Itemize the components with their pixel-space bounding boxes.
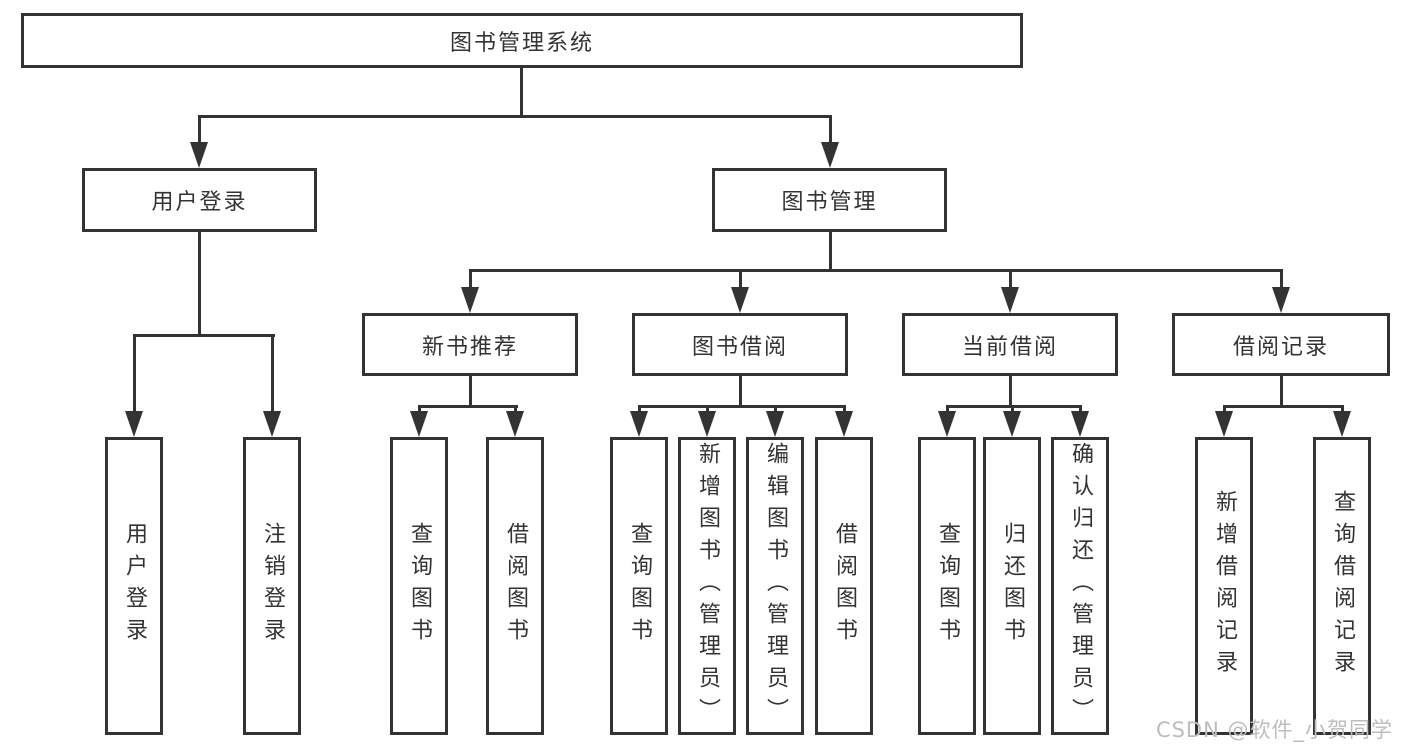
- leaf-add-borrow-record-label: 新增借阅记录: [1212, 490, 1237, 682]
- connector: [706, 405, 709, 415]
- connector: [1223, 405, 1226, 415]
- node-book-borrow: 图书借阅: [632, 313, 848, 376]
- arrow-down-icon: [125, 411, 143, 437]
- connector: [198, 232, 201, 335]
- connector: [638, 405, 846, 408]
- connector: [469, 376, 472, 406]
- connector: [1280, 376, 1283, 406]
- node-library-system-label: 图书管理系统: [449, 30, 594, 56]
- connector: [638, 405, 641, 415]
- node-user-login: 用户登录: [82, 168, 317, 232]
- node-new-book-recommend-label: 新书推荐: [421, 334, 518, 360]
- connector: [946, 405, 1082, 408]
- leaf-borrow-books-label: 借阅图书: [832, 522, 857, 650]
- arrow-down-icon: [506, 411, 524, 437]
- connector: [1341, 405, 1344, 415]
- arrow-down-icon: [698, 411, 716, 437]
- connector: [829, 232, 832, 270]
- node-current-borrow: 当前借阅: [902, 313, 1118, 376]
- node-borrow-records-label: 借阅记录: [1232, 334, 1329, 360]
- arrow-down-icon: [1333, 411, 1351, 437]
- leaf-confirm-return-admin: 确认归还（管理员）: [1051, 437, 1109, 735]
- connector: [843, 405, 846, 415]
- connector: [1223, 405, 1344, 408]
- arrow-down-icon: [461, 287, 479, 313]
- arrow-down-icon: [835, 411, 853, 437]
- leaf-recommend-query-books-label: 查询图书: [407, 522, 432, 650]
- leaf-recommend-borrow-books: 借阅图书: [486, 437, 544, 735]
- node-new-book-recommend: 新书推荐: [362, 313, 578, 376]
- leaf-edit-books-admin: 编辑图书（管理员）: [746, 437, 804, 735]
- connector: [469, 269, 1283, 272]
- leaf-query-borrow-record-label: 查询借阅记录: [1330, 490, 1355, 682]
- leaf-user-login-label: 用户登录: [122, 522, 147, 650]
- leaf-current-query-books-label: 查询图书: [935, 522, 960, 650]
- arrow-down-icon: [263, 411, 281, 437]
- connector: [1011, 405, 1014, 415]
- connector: [1009, 269, 1012, 289]
- arrow-down-icon: [731, 287, 749, 313]
- arrow-down-icon: [1071, 411, 1089, 437]
- watermark-text: CSDN @软件_小贺同学: [1155, 718, 1393, 742]
- leaf-logout: 注销登录: [243, 437, 301, 735]
- node-current-borrow-label: 当前借阅: [961, 334, 1058, 360]
- connector: [469, 269, 472, 289]
- leaf-query-borrow-record: 查询借阅记录: [1313, 437, 1371, 735]
- connector: [829, 115, 832, 147]
- arrow-down-icon: [1272, 287, 1290, 313]
- arrow-down-icon: [766, 411, 784, 437]
- connector: [418, 405, 421, 415]
- connector: [520, 68, 523, 117]
- leaf-return-books-label: 归还图书: [1000, 522, 1025, 650]
- connector: [739, 269, 742, 289]
- leaf-user-login: 用户登录: [105, 437, 163, 735]
- leaf-borrow-query-books: 查询图书: [610, 437, 668, 735]
- connector: [1009, 376, 1012, 406]
- arrow-down-icon: [190, 142, 208, 168]
- leaf-borrow-query-books-label: 查询图书: [627, 522, 652, 650]
- leaf-recommend-borrow-books-label: 借阅图书: [503, 522, 528, 650]
- leaf-recommend-query-books: 查询图书: [390, 437, 448, 735]
- node-borrow-records: 借阅记录: [1172, 313, 1390, 376]
- arrow-down-icon: [1215, 411, 1233, 437]
- connector: [198, 115, 832, 118]
- connector: [1280, 269, 1283, 289]
- leaf-edit-books-admin-label: 编辑图书（管理员）: [763, 442, 788, 730]
- leaf-add-books-admin-label: 新增图书（管理员）: [695, 442, 720, 730]
- arrow-down-icon: [938, 411, 956, 437]
- connector: [1079, 405, 1082, 415]
- leaf-confirm-return-admin-label: 确认归还（管理员）: [1068, 442, 1093, 730]
- arrow-down-icon: [410, 411, 428, 437]
- connector: [133, 334, 275, 337]
- leaf-current-query-books: 查询图书: [918, 437, 976, 735]
- connector: [418, 405, 518, 408]
- node-book-borrow-label: 图书借阅: [691, 334, 788, 360]
- leaf-logout-label: 注销登录: [260, 522, 285, 650]
- connector: [133, 334, 136, 415]
- node-book-management-label: 图书管理: [781, 190, 878, 215]
- arrow-down-icon: [1003, 411, 1021, 437]
- leaf-borrow-books: 借阅图书: [815, 437, 873, 735]
- leaf-add-borrow-record: 新增借阅记录: [1195, 437, 1253, 735]
- leaf-add-books-admin: 新增图书（管理员）: [678, 437, 736, 735]
- connector: [946, 405, 949, 415]
- connector: [271, 334, 274, 415]
- node-user-login-label: 用户登录: [151, 190, 248, 215]
- connector: [774, 405, 777, 415]
- leaf-return-books: 归还图书: [983, 437, 1041, 735]
- arrow-down-icon: [1001, 287, 1019, 313]
- node-book-management: 图书管理: [712, 168, 947, 232]
- connector: [198, 115, 201, 147]
- connector: [514, 405, 517, 415]
- arrow-down-icon: [630, 411, 648, 437]
- node-library-system: 图书管理系统: [21, 13, 1023, 68]
- arrow-down-icon: [821, 142, 839, 168]
- connector: [739, 376, 742, 406]
